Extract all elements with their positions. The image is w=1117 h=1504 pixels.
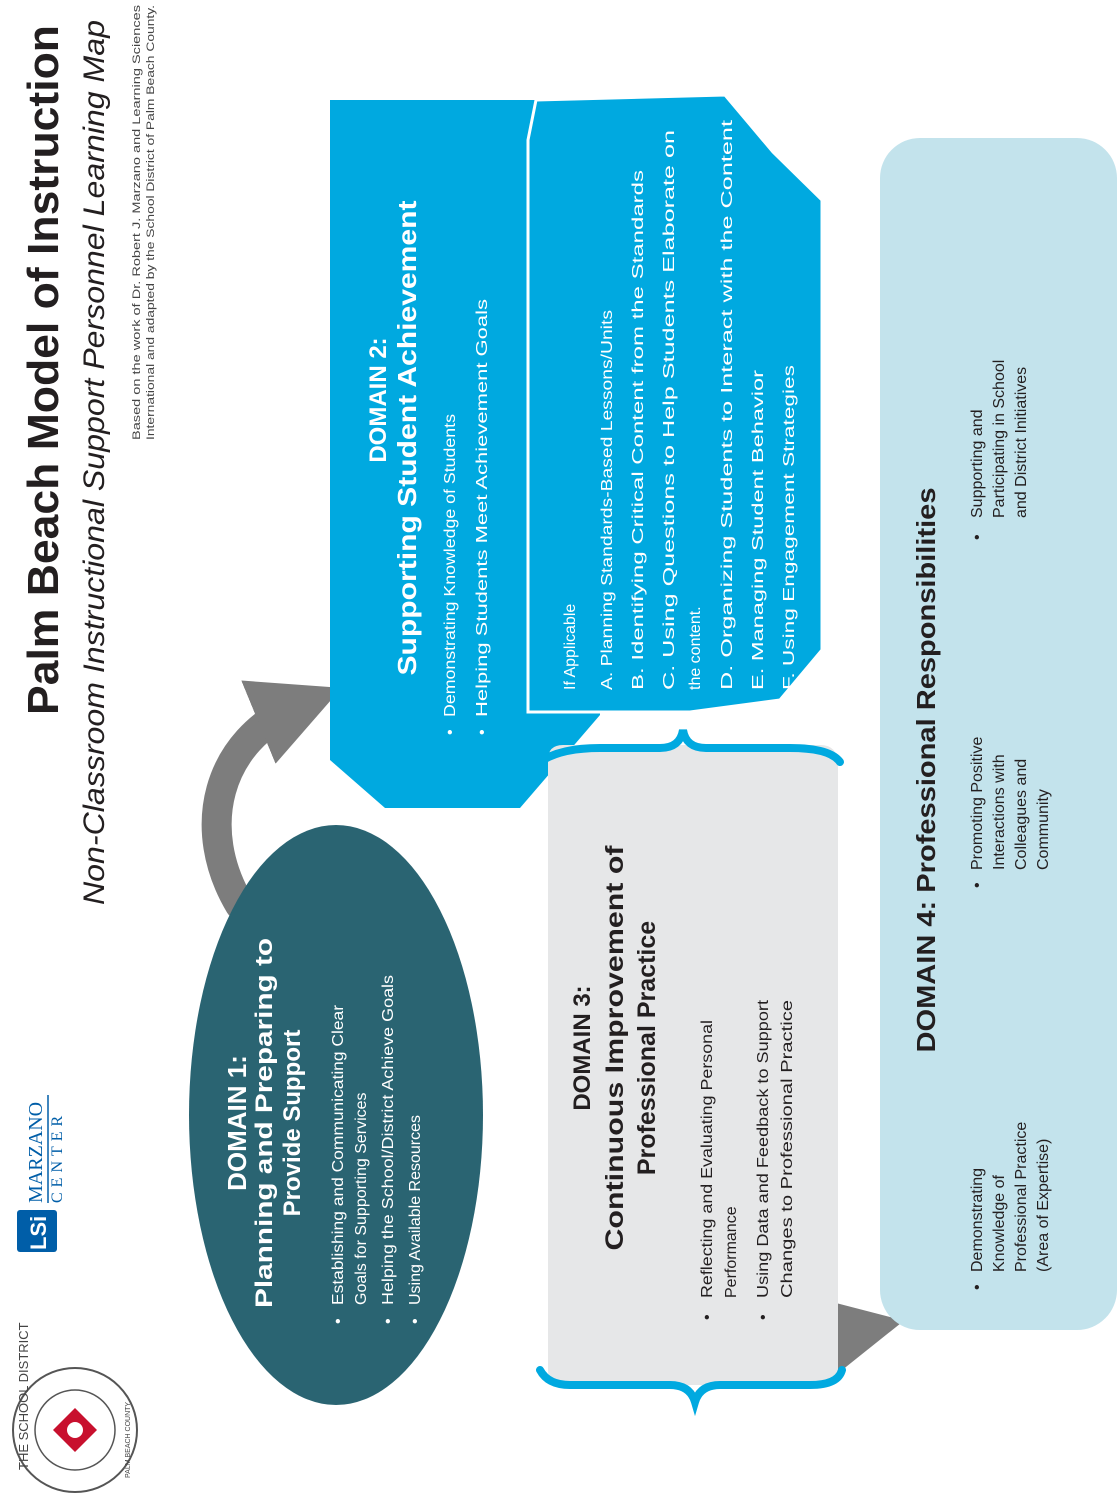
- domain4-bullet-dot: •: [969, 882, 986, 888]
- domain3-panel: [548, 745, 838, 1385]
- domain3-title-line-2: Professional Practice: [633, 921, 661, 1175]
- applicable-item-c: C. Using Questions to Help Students Elab…: [661, 130, 678, 690]
- domain2-bullet-1: Demonstrating Knowledge of Students: [442, 414, 459, 717]
- applicable-item-a: A. Planning Standards-Based Lessons/Unit…: [599, 310, 616, 690]
- applicable-item-c-cont: the content.: [687, 606, 704, 690]
- domain2-title: Supporting Student Achievement: [392, 200, 422, 675]
- center-wordmark: CENTER: [49, 1111, 66, 1203]
- page-subtitle: Non-Classroom Instructional Support Pers…: [78, 20, 111, 905]
- domain4-box: DOMAIN 4: Professional Responsibilities …: [880, 138, 1117, 1330]
- domain4-col2-line-3: Colleagues and: [1013, 759, 1030, 870]
- domain3-label: DOMAIN 3:: [569, 985, 596, 1110]
- header: Palm Beach Model of Instruction Non-Clas…: [19, 4, 157, 905]
- domain2-applicable-panel: [526, 93, 824, 714]
- domain1-bullet-dot: •: [330, 1318, 347, 1324]
- domain4-col1-line-4: (Area of Expertise): [1035, 1139, 1052, 1272]
- domain4-col2-line-1: Promoting Positive: [969, 737, 986, 870]
- domain3-bullet-2b: Changes to Professional Practice: [779, 1000, 796, 1298]
- domain4-col3-line-3: and District Initiatives: [1013, 367, 1030, 518]
- domain3-bottom-brace: [536, 1366, 846, 1417]
- domain4-col1-line-2: Knowledge of: [991, 1174, 1008, 1272]
- domain1-title-line-1: Planning and Preparing to: [251, 938, 278, 1308]
- domain3-box: DOMAIN 3: Continuous Improvement of Prof…: [536, 729, 846, 1417]
- domain2-bullets: • Demonstrating Knowledge of Students • …: [442, 299, 491, 735]
- domain4-col1-line-1: Demonstrating: [969, 1168, 986, 1272]
- domain1-bullet-dot: •: [407, 1318, 424, 1324]
- credit-line-1: Based on the work of Dr. Robert J. Marza…: [131, 4, 143, 440]
- domain3-title-line-1: Continuous Improvement of: [601, 845, 629, 1251]
- domain4-col2-line-4: Community: [1035, 789, 1052, 870]
- seal-top-text: THE SCHOOL DISTRICT: [16, 1322, 31, 1470]
- domain4-bullet-dot: •: [969, 534, 986, 540]
- domain4-col2-line-2: Interactions with: [991, 754, 1008, 870]
- applicable-item-b: B. Identifying Critical Content from the…: [630, 170, 647, 690]
- domain2-bullet-2: Helping Students Meet Achievement Goals: [474, 299, 491, 717]
- marzano-wordmark: MARZANO: [25, 1102, 47, 1203]
- domain2-label: DOMAIN 2:: [365, 337, 392, 462]
- arrow-domain1-to-domain2: [201, 680, 342, 920]
- domain3-top-brace: [536, 729, 844, 766]
- domain3-bullet-dot: •: [699, 1314, 716, 1320]
- if-applicable-heading: If Applicable: [562, 604, 579, 690]
- domain1-bullet-2: Helping the School/District Achieve Goal…: [380, 975, 397, 1305]
- seal-bottom-text: PALM BEACH COUNTY: [125, 1402, 132, 1478]
- domain1-ellipse: [189, 825, 483, 1405]
- applicable-item-e: E. Managing Student Behavior: [750, 369, 767, 690]
- domain3-bullet-dot: •: [755, 1314, 772, 1320]
- domain3-bullets: • Reflecting and Evaluating Personal Per…: [699, 999, 796, 1320]
- domain4-col1-line-3: Professional Practice: [1013, 1122, 1030, 1272]
- domain4-col-1: • Demonstrating Knowledge of Professiona…: [969, 1122, 1052, 1290]
- district-seal-logo: THE SCHOOL DISTRICT PALM BEACH COUNTY: [12, 1322, 138, 1493]
- domain3-bullet-1: Reflecting and Evaluating Personal: [699, 1020, 716, 1298]
- applicable-item-d: D. Organizing Students to Interact with …: [719, 119, 736, 690]
- domain4-col3-line-2: Participating in School: [991, 360, 1008, 518]
- domain2-bullet-dot: •: [442, 729, 459, 735]
- domain4-col3-line-1: Supporting and: [969, 409, 986, 518]
- domain4-bullet-dot: •: [969, 1284, 986, 1290]
- domain1-bullet-1b: Goals for Supporting Services: [353, 1092, 370, 1305]
- credit-line-2: International and adapted by the School …: [145, 5, 157, 440]
- domain1-title-line-2: Provide Support: [279, 1030, 306, 1217]
- domain2-applicable-list: If Applicable A. Planning Standards-Base…: [562, 119, 798, 690]
- domain1-bullets: • Establishing and Communicating Clear G…: [330, 975, 424, 1324]
- domain3-bullet-2: Using Data and Feedback to Support: [755, 999, 772, 1298]
- domain4-col-3: • Supporting and Participating in School…: [969, 360, 1030, 540]
- domain4-col-2: • Promoting Positive Interactions with C…: [969, 737, 1052, 888]
- applicable-item-f: F. Using Engagement Strategies: [781, 365, 798, 690]
- domain2-bullet-dot: •: [474, 729, 491, 735]
- domain4-title: DOMAIN 4: Professional Responsibilities: [911, 488, 941, 1053]
- lsi-marzano-logo: LSi MARZANO CENTER: [17, 1095, 66, 1252]
- domain1-box: DOMAIN 1: Planning and Preparing to Prov…: [189, 825, 483, 1405]
- lsi-mark: LSi: [26, 1216, 51, 1250]
- domain4-panel: [880, 138, 1117, 1330]
- domain1-bullet-dot: •: [380, 1318, 397, 1324]
- domain1-bullet-1: Establishing and Communicating Clear: [330, 1004, 347, 1305]
- domain1-bullet-3: Using Available Resources: [407, 1115, 424, 1305]
- domain1-label: DOMAIN 1:: [222, 1055, 252, 1191]
- domain2-box: DOMAIN 2: Supporting Student Achievement…: [330, 93, 824, 808]
- domain3-bullet-1b: Performance: [723, 1206, 740, 1298]
- page-title: Palm Beach Model of Instruction: [19, 25, 68, 715]
